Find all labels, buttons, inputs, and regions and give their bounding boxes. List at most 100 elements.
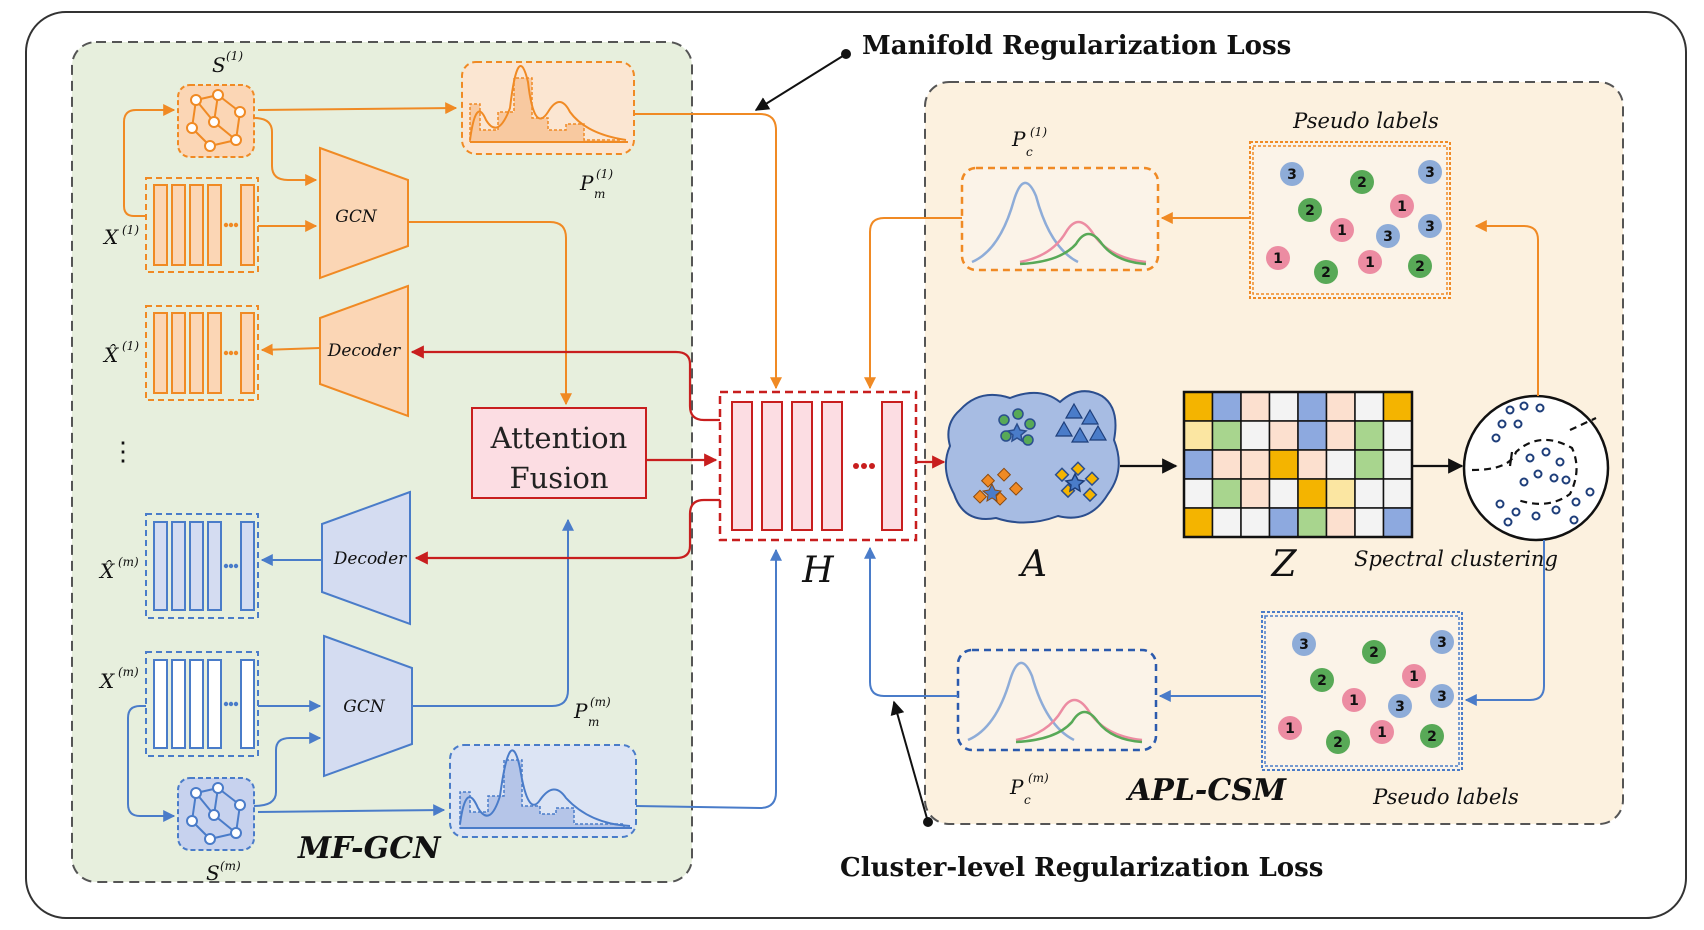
attention-fusion-box xyxy=(471,407,647,499)
pseudo-label-dot xyxy=(1342,688,1366,712)
z-cell xyxy=(1325,507,1356,538)
pc1-sub: c xyxy=(1026,145,1033,159)
z-cell xyxy=(1354,420,1385,451)
z-cell xyxy=(1240,478,1271,509)
pseudo-label-number: 2 xyxy=(1357,175,1367,191)
xm-sup: (m) xyxy=(118,665,139,679)
h-label: H xyxy=(801,550,834,591)
pcm-sup: (m) xyxy=(1028,771,1049,785)
pseudo-label-dot xyxy=(1370,720,1394,744)
sm-label: S xyxy=(206,861,220,885)
z-cell xyxy=(1183,507,1214,538)
xhat1-sup: (1) xyxy=(122,339,139,353)
pseudo-label-number: 3 xyxy=(1425,219,1435,235)
xhat1-block xyxy=(145,305,259,401)
pseudo-label-number: 1 xyxy=(1273,251,1283,267)
pseudo-label-number: 2 xyxy=(1333,735,1343,751)
pseudo-label-dot xyxy=(1388,694,1412,718)
xhatm-label: X̂ xyxy=(98,559,115,583)
z-label: Z xyxy=(1270,544,1297,585)
pseudo-label-dot xyxy=(1278,716,1302,740)
pmm-sup: (m) xyxy=(590,695,611,709)
affinity-a-blob xyxy=(944,390,1120,524)
pseudo-label-dot xyxy=(1430,630,1454,654)
pseudo-label-number: 2 xyxy=(1305,203,1315,219)
pseudo-label-dot xyxy=(1418,160,1442,184)
pseudo-label-dot xyxy=(1266,246,1290,270)
pseudo-labels-bottom-label: Pseudo labels xyxy=(1372,785,1519,809)
pseudo-label-dot xyxy=(1350,170,1374,194)
pseudo-label-dot xyxy=(1390,194,1414,218)
a-label: A xyxy=(1018,544,1047,585)
pm1-sup: (1) xyxy=(596,167,613,181)
z-cell xyxy=(1183,420,1214,451)
z-cell xyxy=(1382,507,1413,538)
z-cell xyxy=(1211,449,1242,480)
pseudo-label-dot xyxy=(1420,724,1444,748)
pcm-sub: c xyxy=(1024,793,1031,807)
s1-label: S xyxy=(212,53,226,77)
x1-label: X xyxy=(102,225,119,249)
pseudo-label-number: 3 xyxy=(1299,637,1309,653)
attention-label-2: Fusion xyxy=(509,461,608,495)
gcn-label-1: GCN xyxy=(335,207,378,227)
pm1-sub: m xyxy=(594,187,605,201)
pseudo-label-dot xyxy=(1376,224,1400,248)
pseudo-label-number: 1 xyxy=(1409,669,1419,685)
pc1-sup: (1) xyxy=(1030,125,1047,139)
a-cluster-triangles xyxy=(1054,402,1108,443)
z-matrix xyxy=(1182,390,1414,539)
pseudo-label-number: 1 xyxy=(1365,255,1375,271)
pseudo-label-dot xyxy=(1280,162,1304,186)
x1-sup: (1) xyxy=(122,223,139,237)
z-cell xyxy=(1183,449,1214,480)
pseudo-label-number: 2 xyxy=(1415,259,1425,275)
gcn-label-m: GCN xyxy=(343,697,386,717)
apl-csm-title: APL-CSM xyxy=(1125,773,1287,808)
z-cell xyxy=(1382,478,1413,509)
pseudo-label-dot xyxy=(1402,664,1426,688)
pseudo-label-number: 3 xyxy=(1437,689,1447,705)
pseudo-label-dot xyxy=(1310,668,1334,692)
pseudo-label-dot xyxy=(1326,730,1350,754)
pseudo-label-dot xyxy=(1314,260,1338,284)
z-cell xyxy=(1268,391,1299,422)
z-cell xyxy=(1297,478,1328,509)
z-cell xyxy=(1297,391,1328,422)
z-cell xyxy=(1325,391,1356,422)
gcn-encoder-m xyxy=(323,634,413,778)
pseudo-label-number: 2 xyxy=(1317,673,1327,689)
z-cell xyxy=(1382,449,1413,480)
z-cell xyxy=(1183,391,1214,422)
cluster-loss-label: Cluster-level Regularization Loss xyxy=(840,853,1323,883)
pseudo-label-dot xyxy=(1298,198,1322,222)
z-cell xyxy=(1297,507,1328,538)
spectral-label: Spectral clustering xyxy=(1354,547,1558,571)
pc1-distribution xyxy=(960,166,1160,272)
pseudo-label-dot xyxy=(1358,250,1382,274)
pseudo-label-dot xyxy=(1418,214,1442,238)
spectral-clustering-circle xyxy=(1462,394,1610,542)
z-cell xyxy=(1240,420,1271,451)
z-cell xyxy=(1325,420,1356,451)
view-1-branch xyxy=(123,61,782,418)
z-cell xyxy=(1297,420,1328,451)
pseudo-label-number: 3 xyxy=(1437,635,1447,651)
z-cell xyxy=(1268,507,1299,538)
z-cell xyxy=(1183,478,1214,509)
z-cell xyxy=(1211,507,1242,538)
z-cell xyxy=(1240,391,1271,422)
cluster-loss-pointer xyxy=(890,700,933,827)
mf-gcn-panel xyxy=(71,41,693,883)
xm-label: X xyxy=(98,669,115,693)
decoder-label-1: Decoder xyxy=(327,341,401,361)
pseudo-label-number: 3 xyxy=(1395,699,1405,715)
mf-gcn-title: MF-GCN xyxy=(297,831,442,866)
pcm-label: P xyxy=(1009,775,1024,799)
z-cell xyxy=(1211,420,1242,451)
a-cluster-diamonds-left xyxy=(972,467,1024,506)
x1-feature-block xyxy=(145,177,259,273)
z-cell xyxy=(1268,449,1299,480)
